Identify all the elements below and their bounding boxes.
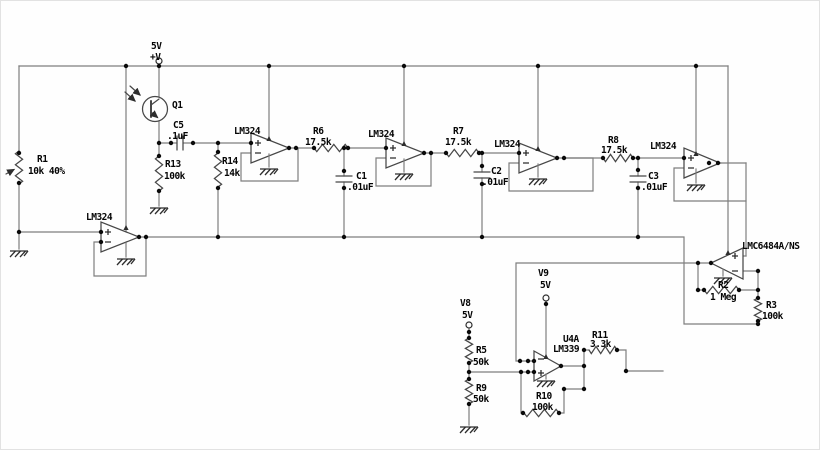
feedback-loops bbox=[93, 147, 747, 277]
q1-ref: Q1 bbox=[172, 100, 183, 111]
ground-symbols bbox=[9, 207, 479, 434]
light-arrow-icon bbox=[129, 85, 141, 96]
c3-value: .01uF bbox=[641, 182, 668, 193]
r13-value: 100k bbox=[164, 171, 186, 182]
op1-label: LM324 bbox=[86, 212, 113, 223]
u4a-part: LM339 bbox=[553, 344, 580, 355]
resistor-r13 bbox=[154, 155, 164, 192]
op3-label: LM324 bbox=[368, 129, 395, 140]
v8-node bbox=[465, 321, 473, 329]
v8-ref: V8 bbox=[460, 298, 471, 309]
v8-value: 5V bbox=[462, 310, 473, 321]
oplmc-label: LMC6484A/NS bbox=[742, 241, 800, 252]
r7-value: 17.5k bbox=[445, 137, 472, 148]
opamp-lm324-1 bbox=[100, 221, 141, 266]
r3-value: 100k bbox=[762, 311, 784, 322]
resistor-r5 bbox=[464, 337, 474, 364]
resistor-r1 bbox=[14, 150, 24, 185]
capacitor-c2 bbox=[473, 171, 491, 179]
capacitor-c3 bbox=[629, 175, 647, 183]
r3-ref: R3 bbox=[766, 300, 777, 311]
r14-ref: R14 bbox=[222, 156, 238, 167]
r6-value: 17.5k bbox=[305, 137, 332, 148]
op2-label: LM324 bbox=[234, 126, 261, 137]
c1-ref: C1 bbox=[356, 171, 367, 182]
opamp-lm324-4 bbox=[518, 142, 559, 186]
r6-ref: R6 bbox=[313, 126, 324, 137]
c2-ref: C2 bbox=[491, 166, 501, 177]
opamp-lm324-5 bbox=[683, 147, 722, 192]
r11-ref: R11 bbox=[592, 330, 608, 341]
vplus-label: 5V bbox=[151, 41, 162, 52]
c5-value: .1uF bbox=[167, 131, 189, 142]
r5-value: 50k bbox=[473, 357, 489, 368]
r9-ref: R9 bbox=[476, 383, 487, 394]
r10-ref: R10 bbox=[536, 391, 552, 402]
vref-rail bbox=[18, 231, 759, 325]
resistor-r10 bbox=[523, 408, 560, 418]
vplus-pin: +V bbox=[150, 52, 161, 63]
c3-ref: C3 bbox=[648, 171, 659, 182]
r8-value: 17.5k bbox=[601, 145, 628, 156]
r11-value: 3.3k bbox=[590, 339, 612, 350]
r9-value: 50k bbox=[473, 394, 489, 405]
resistor-r6 bbox=[313, 143, 349, 153]
resistor-r7 bbox=[445, 148, 480, 158]
resistor-r11 bbox=[588, 345, 618, 355]
transistor-q1 bbox=[124, 85, 169, 123]
resistors bbox=[14, 143, 763, 418]
resistor-r14 bbox=[213, 152, 223, 188]
op4-label: LM324 bbox=[494, 139, 521, 150]
r1-value: 10k 40% bbox=[28, 166, 65, 177]
resistor-r2 bbox=[703, 285, 740, 295]
r14-value: 14k bbox=[224, 168, 240, 179]
opamp-lm324-3 bbox=[385, 137, 426, 181]
labels: 5V +V Q1 C5 .1uF R1 10k 40% R13 100k R14… bbox=[28, 41, 801, 413]
comparator-u4a-lm339 bbox=[533, 349, 563, 388]
supply-nodes bbox=[155, 57, 550, 329]
c2-value: .01uF bbox=[482, 177, 509, 188]
r1-ref: R1 bbox=[37, 154, 48, 165]
resistor-r8 bbox=[602, 153, 634, 163]
v9-value: 5V bbox=[540, 280, 551, 291]
r7-ref: R7 bbox=[453, 126, 463, 137]
r2-ref: R2 bbox=[718, 280, 728, 291]
light-arrow-icon bbox=[124, 91, 136, 102]
r5-ref: R5 bbox=[476, 345, 487, 356]
r13-ref: R13 bbox=[165, 159, 181, 170]
v9-ref: V9 bbox=[538, 268, 549, 279]
signal-wires bbox=[158, 65, 747, 257]
capacitor-c5 bbox=[176, 135, 184, 151]
opamp-lmc6484 bbox=[709, 247, 744, 285]
v9-node bbox=[542, 294, 550, 302]
op5-label: LM324 bbox=[650, 141, 677, 152]
r1-wiper-arrow-icon bbox=[5, 168, 16, 177]
r8-ref: R8 bbox=[608, 135, 619, 146]
capacitor-c1 bbox=[335, 175, 353, 183]
capacitors bbox=[176, 135, 647, 183]
junction-dots bbox=[16, 63, 761, 416]
c1-value: .01uF bbox=[347, 182, 374, 193]
resistor-r3 bbox=[753, 297, 763, 322]
r2-value: 1 Meg bbox=[710, 292, 737, 303]
c5-ref: C5 bbox=[173, 120, 184, 131]
r10-value: 100k bbox=[532, 402, 554, 413]
output-stage-wires bbox=[468, 262, 759, 426]
u4a-ref: U4A bbox=[563, 334, 579, 345]
opamp-lm324-2 bbox=[250, 132, 291, 176]
resistor-r9 bbox=[464, 378, 474, 405]
